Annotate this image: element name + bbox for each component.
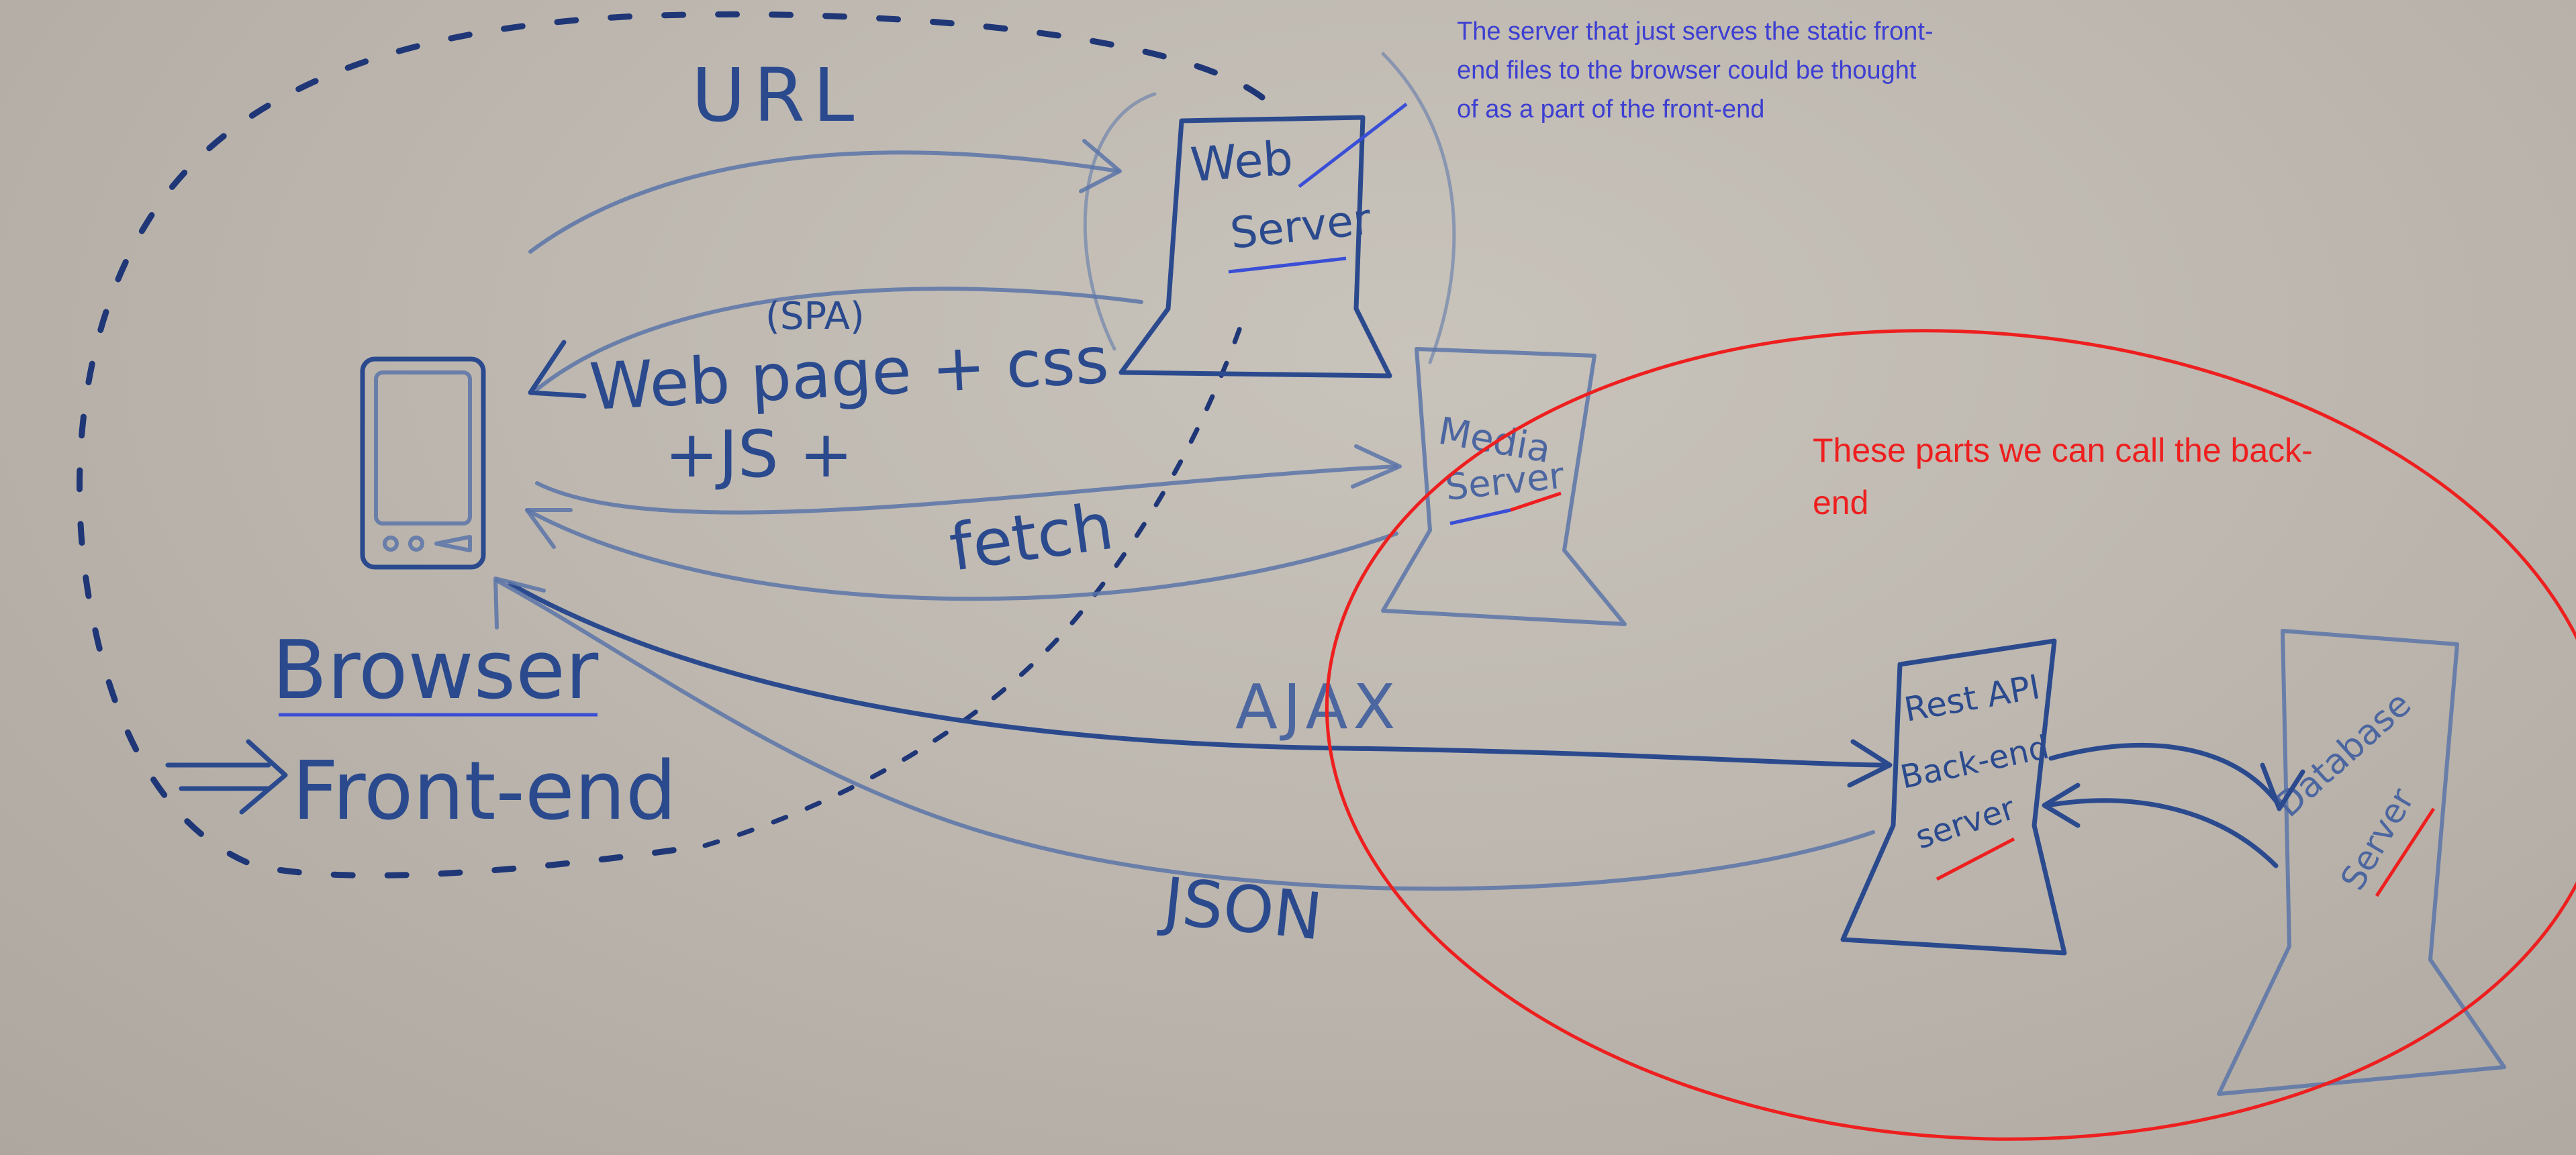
rest-api-box (1840, 638, 2067, 956)
web-server-loop (1083, 52, 1456, 364)
note-pointer-line (1298, 103, 1408, 188)
url-label: URL (691, 52, 862, 138)
url-arrow (528, 150, 1120, 254)
url-arrowhead (1079, 139, 1122, 193)
web-page-label: Web page + css (587, 323, 1110, 425)
rest-api-label-2: Back-end (1897, 728, 2052, 796)
rest-api-underline-red (1936, 837, 2015, 881)
database-box (2217, 629, 2506, 1096)
fetch-arrowhead-out (1351, 444, 1402, 489)
ajax-label: AJAX (1235, 671, 1400, 743)
front-end-boundary-tail (702, 319, 1245, 848)
db-arrowhead-back (2042, 783, 2081, 828)
database-underline-red (2375, 807, 2436, 897)
fetch-arrowhead-back (525, 508, 573, 549)
fetch-label: fetch (945, 489, 1118, 586)
db-arrowhead-forward (2260, 762, 2305, 811)
front-end-arrow (165, 739, 288, 815)
back-end-boundary (1325, 329, 2576, 1141)
phone-icon (360, 356, 486, 570)
web-server-label-2: Server (1228, 195, 1374, 259)
web-page-arrowhead (528, 340, 587, 399)
fetch-arrow-out (535, 464, 1398, 515)
front-end-label: Front-end (292, 745, 677, 838)
media-server-label-2: Server (1443, 454, 1566, 509)
json-arrowhead (493, 576, 546, 630)
media-server-box (1381, 347, 1627, 626)
web-server-label-1: Web (1188, 131, 1294, 193)
spa-label: (SPA) (765, 295, 865, 338)
web-server-underline (1228, 256, 1347, 274)
back-end-annotation: These parts we can call the back-end (1813, 432, 2313, 521)
ajax-arrow (508, 581, 1889, 768)
media-server-underline (1449, 508, 1511, 525)
rest-api-label-1: Rest API (1901, 667, 2043, 730)
rest-api-label-3: server (1911, 789, 2019, 856)
web-page-arrow (535, 287, 1143, 391)
fetch-arrow-back (525, 508, 1398, 601)
browser-label: Browser (272, 624, 599, 717)
web-server-box (1118, 115, 1392, 379)
db-arrow-forward (2048, 742, 2282, 808)
front-end-boundary (76, 11, 1266, 878)
database-label-2: Server (2333, 782, 2422, 897)
media-server-underline-red (1510, 491, 1562, 512)
web-page-label-2: +JS + (665, 417, 853, 492)
front-end-annotation: The server that just serves the static f… (1457, 17, 1934, 123)
ajax-arrowhead (1847, 739, 1893, 788)
json-label: JSON (1157, 863, 1326, 955)
json-arrow (495, 579, 1875, 891)
db-arrow-back (2045, 798, 2279, 868)
